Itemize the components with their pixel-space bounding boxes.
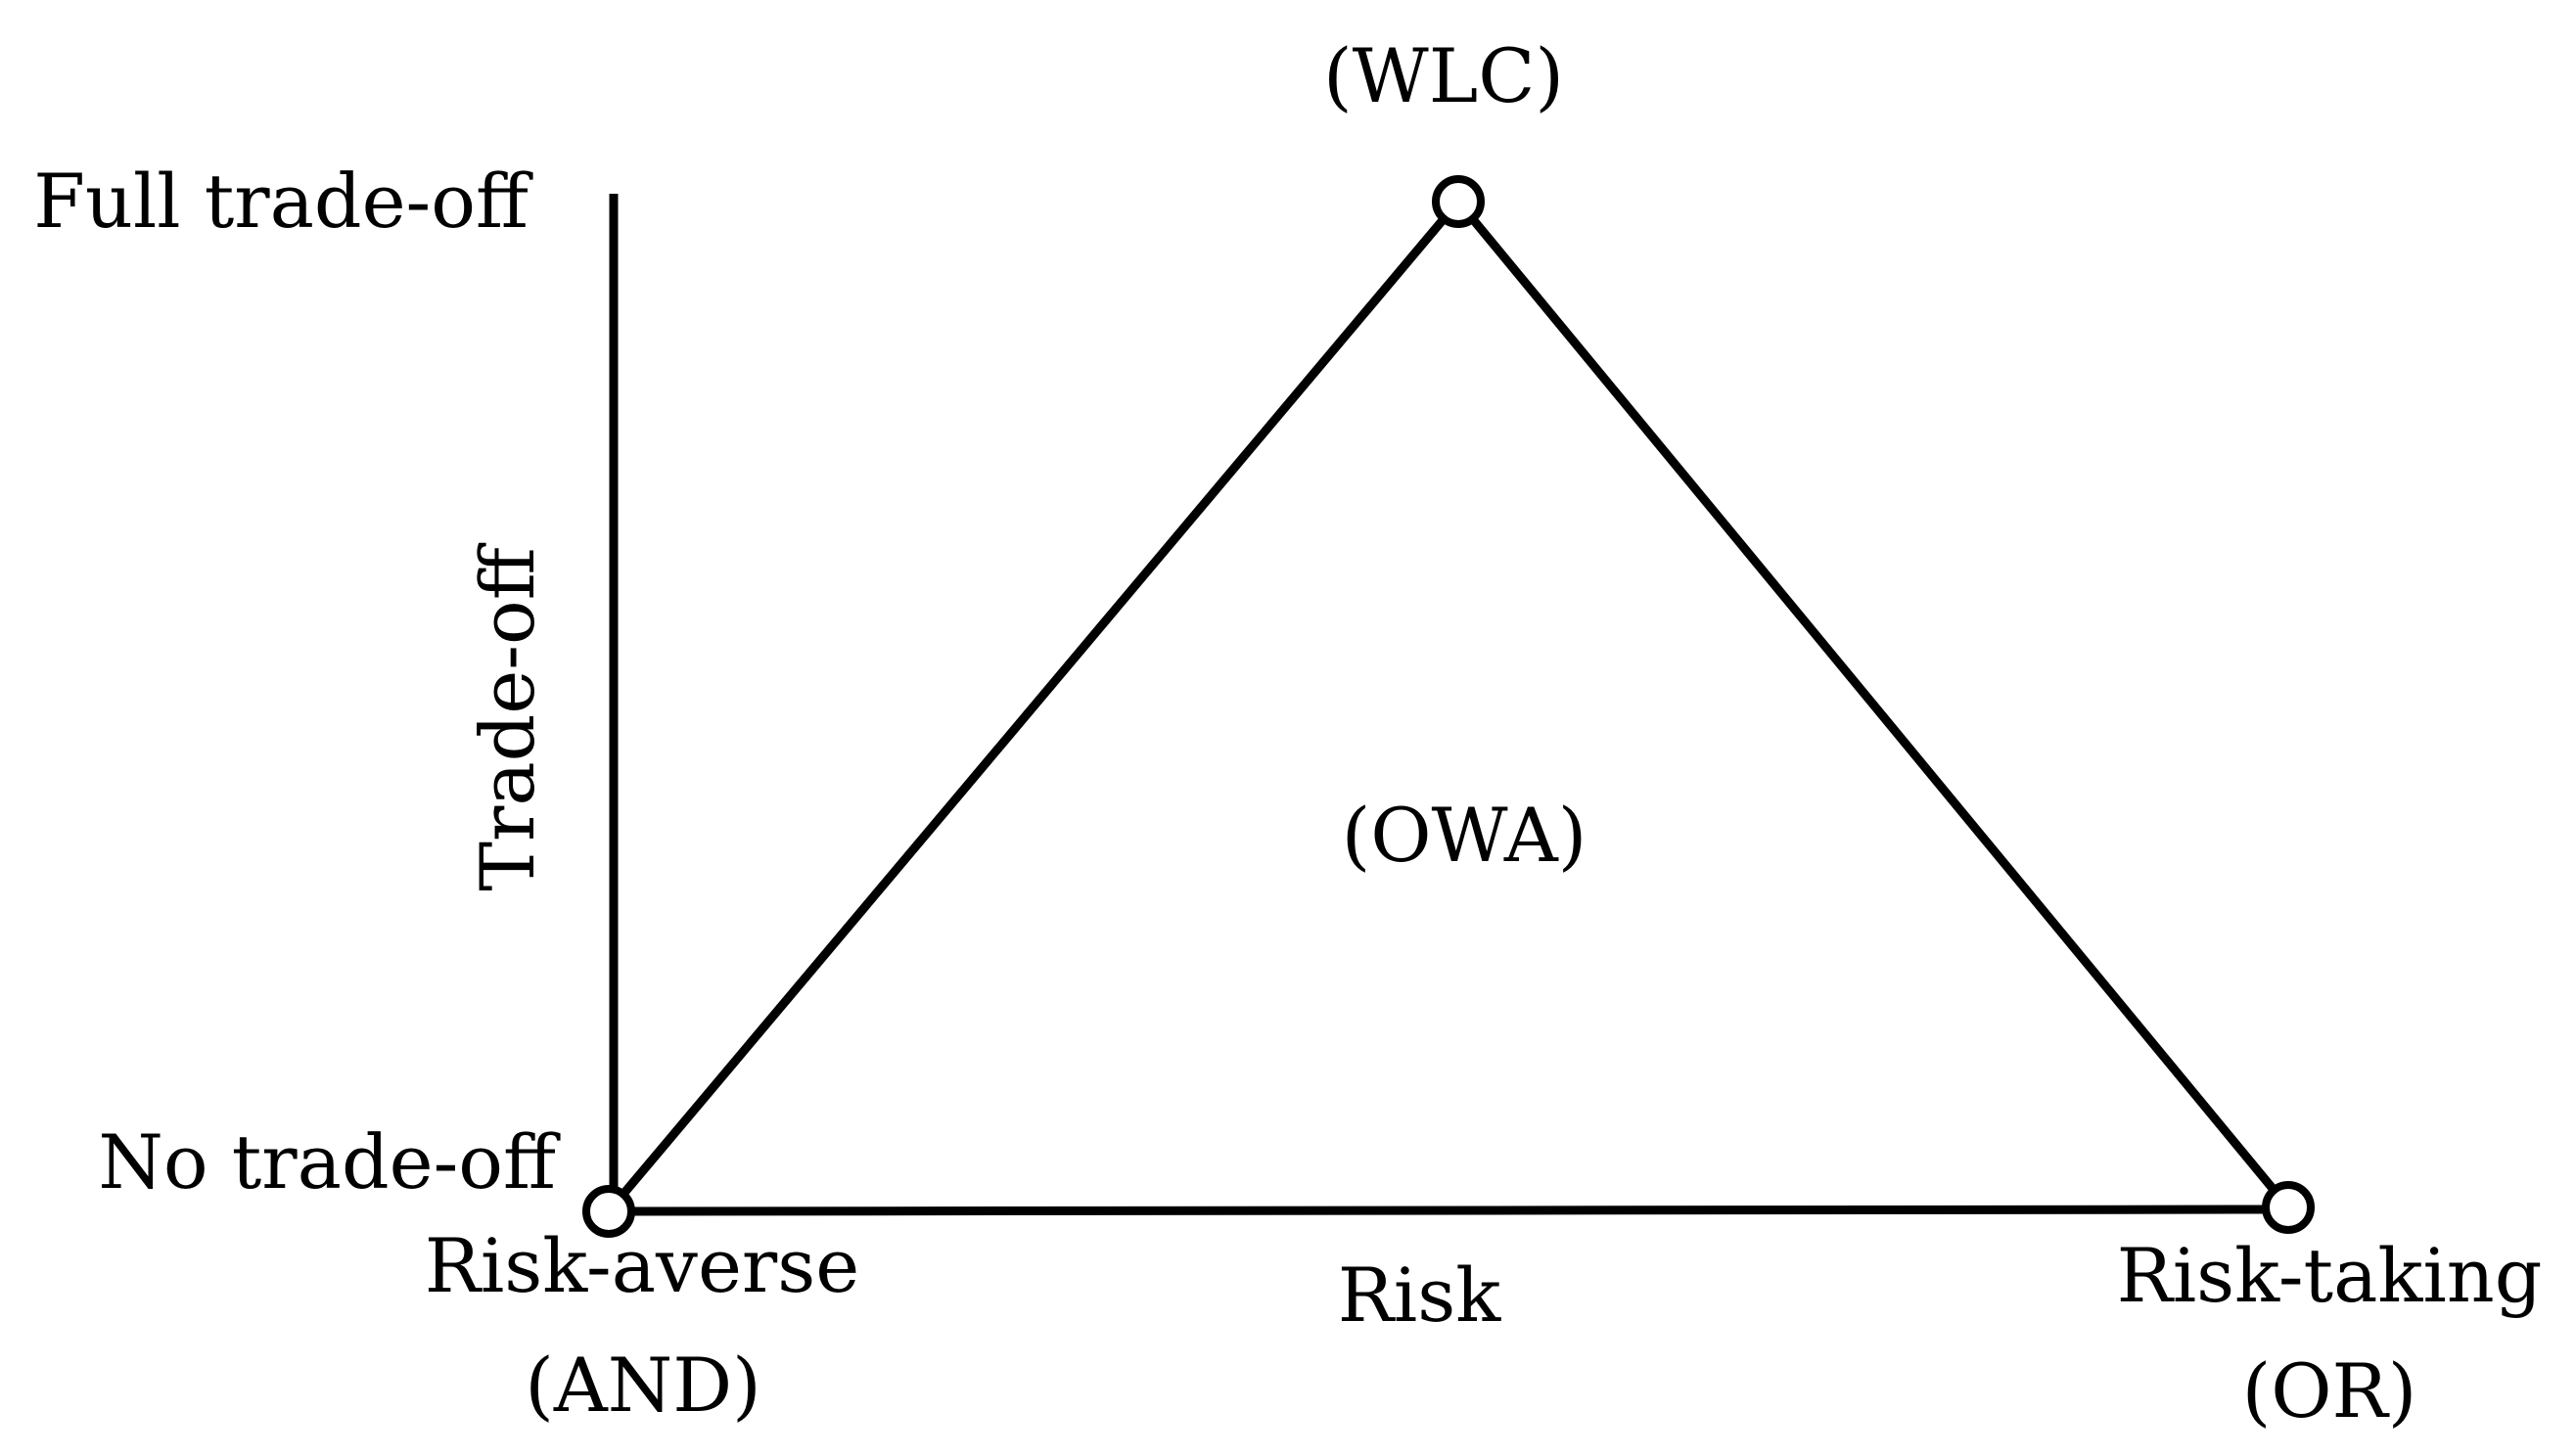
full-trade-off-label: Full trade-off [33,158,533,245]
owa-label: (OWA) [1342,792,1587,879]
risk-averse-label: Risk-averse [425,1222,859,1309]
wlc-label: (WLC) [1323,32,1564,119]
triangle-left-edge [604,197,1463,1216]
risk-taking-label: Risk-taking [2117,1232,2543,1319]
triangle-base-edge [608,1205,2289,1216]
triangle-right-edge [1453,197,2293,1212]
or-vertex-marker [2262,1181,2315,1234]
and-vertex-marker [582,1185,635,1238]
wlc-vertex-marker [1432,175,1485,228]
trade-off-axis-title: Trade-off [464,542,551,890]
no-trade-off-label: No trade-off [98,1118,561,1206]
risk-axis-title: Risk [1338,1251,1502,1339]
and-label: (AND) [525,1342,761,1429]
or-label: (OR) [2242,1347,2417,1434]
